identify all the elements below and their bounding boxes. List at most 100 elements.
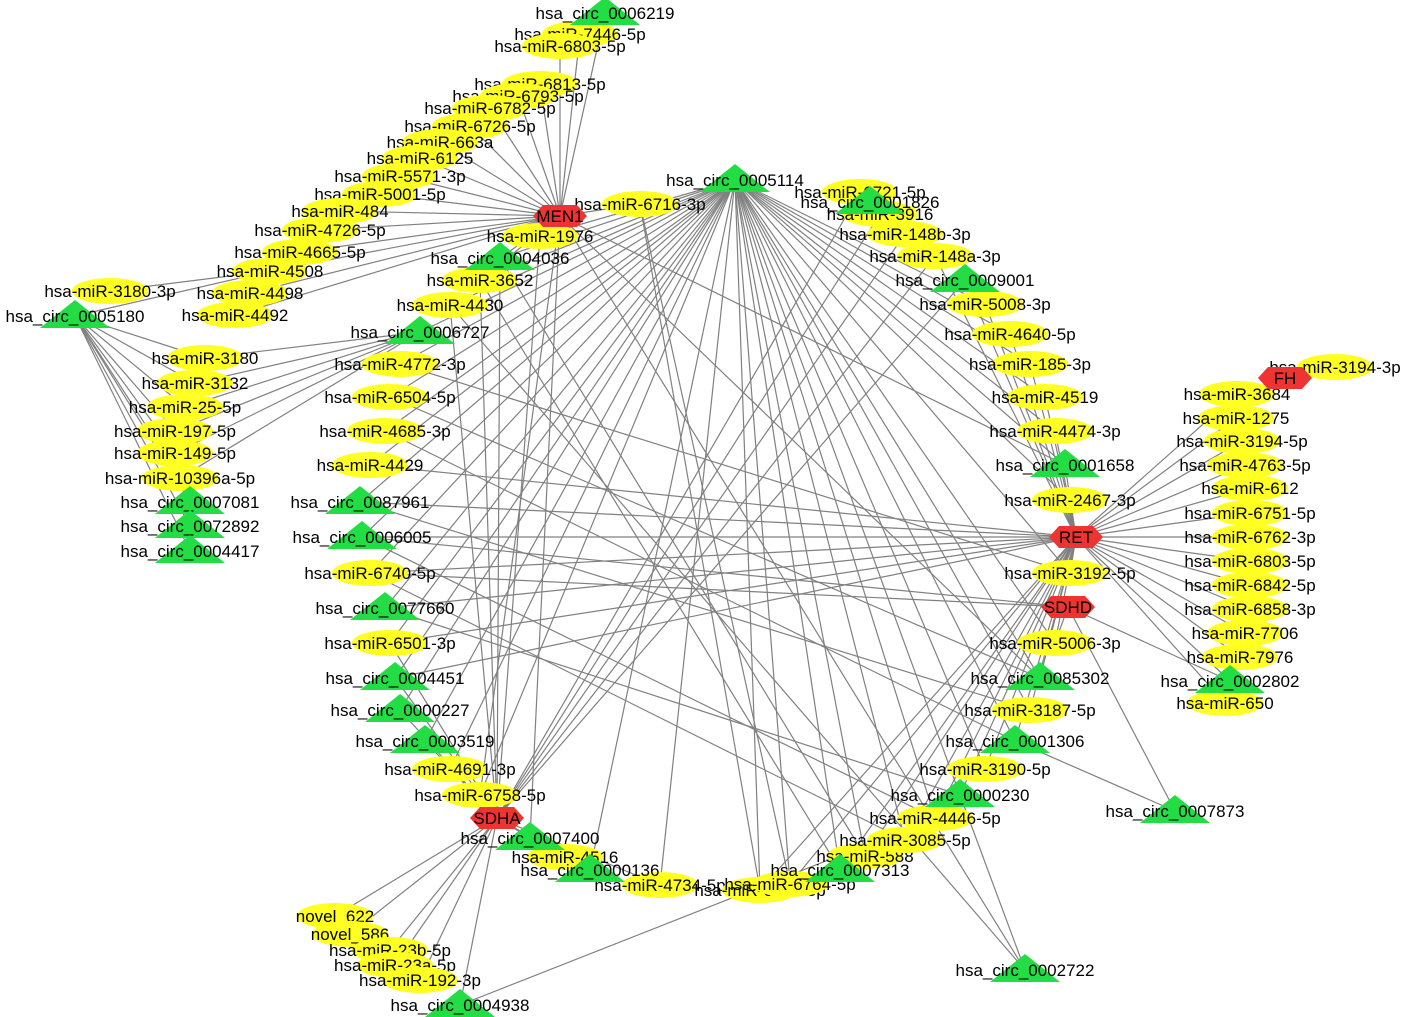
node-m4763[interactable]: hsa-miR-4763-5p xyxy=(1179,452,1311,478)
node-m3192[interactable]: hsa-miR-3192-5p xyxy=(1004,560,1136,586)
node-m4519[interactable]: hsa-miR-4519 xyxy=(992,384,1099,410)
node-m3085[interactable]: hsa-miR-3085-5p xyxy=(839,827,971,853)
node-m6842[interactable]: hsa-miR-6842-5p xyxy=(1184,572,1316,598)
node-RET[interactable]: RET xyxy=(1049,526,1103,548)
node-m148b[interactable]: hsa-miR-148b-3p xyxy=(839,221,971,247)
node-m1275[interactable]: hsa-miR-1275 xyxy=(1183,405,1290,431)
node-c6219[interactable]: hsa_circ_0006219 xyxy=(536,0,675,25)
circrna-triangle xyxy=(365,694,435,722)
node-m4474[interactable]: hsa-miR-4474-3p xyxy=(989,418,1121,444)
node-FH[interactable]: FH xyxy=(1258,367,1312,389)
node-m6501[interactable]: hsa-miR-6501-3p xyxy=(324,630,456,656)
node-c4451[interactable]: hsa_circ_0004451 xyxy=(326,662,465,690)
node-m3190[interactable]: hsa-miR-3190-5p xyxy=(919,756,1051,782)
node-c4938[interactable]: hsa_circ_0004938 xyxy=(391,989,530,1017)
node-MEN1[interactable]: MEN1 xyxy=(533,205,587,227)
node-m10396[interactable]: hsa-miR-10396a-5p xyxy=(105,465,255,491)
node-label: MEN1 xyxy=(536,207,583,226)
node-c1658[interactable]: hsa_circ_0001658 xyxy=(996,449,1135,477)
mirna-ellipse xyxy=(897,805,973,831)
node-c1826[interactable]: hsa_circ_0001826 xyxy=(801,186,940,214)
node-m4772[interactable]: hsa-miR-4772-3p xyxy=(334,351,466,377)
node-c1306[interactable]: hsa_circ_0001306 xyxy=(946,725,1085,753)
node-m6758[interactable]: hsa-miR-6758-5p xyxy=(414,782,546,808)
node-m6716[interactable]: hsa-miR-6716-3p xyxy=(574,191,706,217)
circrna-triangle xyxy=(390,725,460,753)
mirna-ellipse xyxy=(947,756,1023,782)
node-m4691[interactable]: hsa-miR-4691-3p xyxy=(384,756,516,782)
node-m3180_3p[interactable]: hsa-miR-3180-3p xyxy=(44,278,176,304)
node-m650[interactable]: hsa-miR-650 xyxy=(1176,690,1274,716)
node-m2467[interactable]: hsa-miR-2467-3p xyxy=(1004,487,1136,513)
node-m4640[interactable]: hsa-miR-4640-5p xyxy=(944,321,1076,347)
node-c4036[interactable]: hsa_circ_0004036 xyxy=(431,242,570,270)
node-c2802[interactable]: hsa_circ_0002802 xyxy=(1161,665,1300,693)
node-m6858[interactable]: hsa-miR-6858-3p xyxy=(1184,596,1316,622)
node-m4430[interactable]: hsa-miR-4430 xyxy=(397,292,504,318)
node-m7976[interactable]: hsa-miR-7976 xyxy=(1187,644,1294,670)
node-c4417[interactable]: hsa_circ_0004417 xyxy=(121,535,260,563)
node-m5008[interactable]: hsa-miR-5008-3p xyxy=(919,291,1051,317)
node-m4498[interactable]: hsa-miR-4498 xyxy=(197,280,304,306)
node-c7873[interactable]: hsa_circ_0007873 xyxy=(1106,795,1245,823)
node-c7313[interactable]: hsa_circ_0007313 xyxy=(771,854,910,882)
node-m4446[interactable]: hsa-miR-4446-5p xyxy=(869,805,1001,831)
node-m6803b[interactable]: hsa-miR-6803-5p xyxy=(494,33,626,59)
node-m4508[interactable]: hsa-miR-4508 xyxy=(217,258,324,284)
node-m6782[interactable]: hsa-miR-6782-5p xyxy=(424,95,556,121)
node-c136[interactable]: hsa_circ_0000136 xyxy=(521,854,660,882)
node-m6803[interactable]: hsa-miR-6803-5p xyxy=(1184,548,1316,574)
node-c7081[interactable]: hsa_circ_0007081 xyxy=(121,486,260,514)
node-m4492[interactable]: hsa-miR-4492 xyxy=(182,302,289,328)
node-m6504[interactable]: hsa-miR-6504-5p xyxy=(324,384,456,410)
edge-c5114-m3187 xyxy=(734,179,1031,711)
gene-hexagon xyxy=(1049,526,1103,548)
node-c5114[interactable]: hsa_circ_0005114 xyxy=(666,164,804,192)
node-m7706[interactable]: hsa-miR-7706 xyxy=(1192,620,1299,646)
node-m1976[interactable]: hsa-miR-1976 xyxy=(487,223,594,249)
node-m148a[interactable]: hsa-miR-148a-3p xyxy=(869,243,1001,269)
node-m3652[interactable]: hsa-miR-3652 xyxy=(427,267,534,293)
gene-hexagon xyxy=(533,205,587,227)
node-m3180[interactable]: hsa-miR-3180 xyxy=(152,345,259,371)
node-c5180[interactable]: hsa_circ_0005180 xyxy=(6,300,145,328)
node-m4429[interactable]: hsa-miR-4429 xyxy=(317,452,424,478)
node-c2722[interactable]: hsa_circ_0002722 xyxy=(956,954,1095,982)
node-c3519[interactable]: hsa_circ_0003519 xyxy=(356,725,495,753)
node-c87961[interactable]: hsa_circ_0087961 xyxy=(291,486,430,514)
node-c77660[interactable]: hsa_circ_0077660 xyxy=(316,592,455,620)
node-m197[interactable]: hsa-miR-197-5p xyxy=(114,418,236,444)
node-c230[interactable]: hsa_circ_0000230 xyxy=(891,779,1030,807)
node-m6751[interactable]: hsa-miR-6751-5p xyxy=(1184,500,1316,526)
circrna-triangle xyxy=(327,521,397,549)
node-m4665[interactable]: hsa-miR-4665-5p xyxy=(234,239,366,265)
node-m149[interactable]: hsa-miR-149-5p xyxy=(114,440,236,466)
node-m25[interactable]: hsa-miR-25-5p xyxy=(129,394,241,420)
node-c9001[interactable]: hsa_circ_0009001 xyxy=(896,264,1035,292)
node-c72892[interactable]: hsa_circ_0072892 xyxy=(121,510,260,538)
node-m3187[interactable]: hsa-miR-3187-5p xyxy=(964,697,1096,723)
node-c7400[interactable]: hsa_circ_0007400 xyxy=(461,822,600,850)
node-m3194_5p[interactable]: hsa-miR-3194-5p xyxy=(1176,428,1308,454)
node-m6762[interactable]: hsa-miR-6762-3p xyxy=(1184,524,1316,550)
node-c227[interactable]: hsa_circ_0000227 xyxy=(331,694,470,722)
mirna-ellipse xyxy=(352,384,428,410)
node-SDHD[interactable]: SDHD xyxy=(1041,596,1095,618)
node-m4726[interactable]: hsa-miR-4726-5p xyxy=(254,217,386,243)
node-m5006[interactable]: hsa-miR-5006-3p xyxy=(989,630,1121,656)
node-m3132[interactable]: hsa-miR-3132 xyxy=(142,370,249,396)
node-m612[interactable]: hsa-miR-612 xyxy=(1201,475,1299,501)
node-m192[interactable]: hsa-miR-192-3p xyxy=(359,967,481,993)
node-m4734[interactable]: hsa-miR-4734-5p xyxy=(594,872,726,898)
node-c6727[interactable]: hsa_circ_0006727 xyxy=(351,316,490,344)
node-m185[interactable]: hsa-miR-185-3p xyxy=(969,351,1091,377)
node-c85302[interactable]: hsa_circ_0085302 xyxy=(971,662,1110,690)
node-label: hsa-miR-148a-3p xyxy=(869,247,1000,266)
node-c6005[interactable]: hsa_circ_0006005 xyxy=(293,521,432,549)
node-m4685[interactable]: hsa-miR-4685-3p xyxy=(319,418,451,444)
node-m6740[interactable]: hsa-miR-6740-5p xyxy=(304,560,436,586)
node-label: hsa_circ_0006005 xyxy=(293,528,432,547)
node-label: hsa-miR-4772-3p xyxy=(334,355,465,374)
node-SDHA[interactable]: SDHA xyxy=(470,807,524,829)
node-m3684[interactable]: hsa-miR-3684 xyxy=(1184,381,1291,407)
